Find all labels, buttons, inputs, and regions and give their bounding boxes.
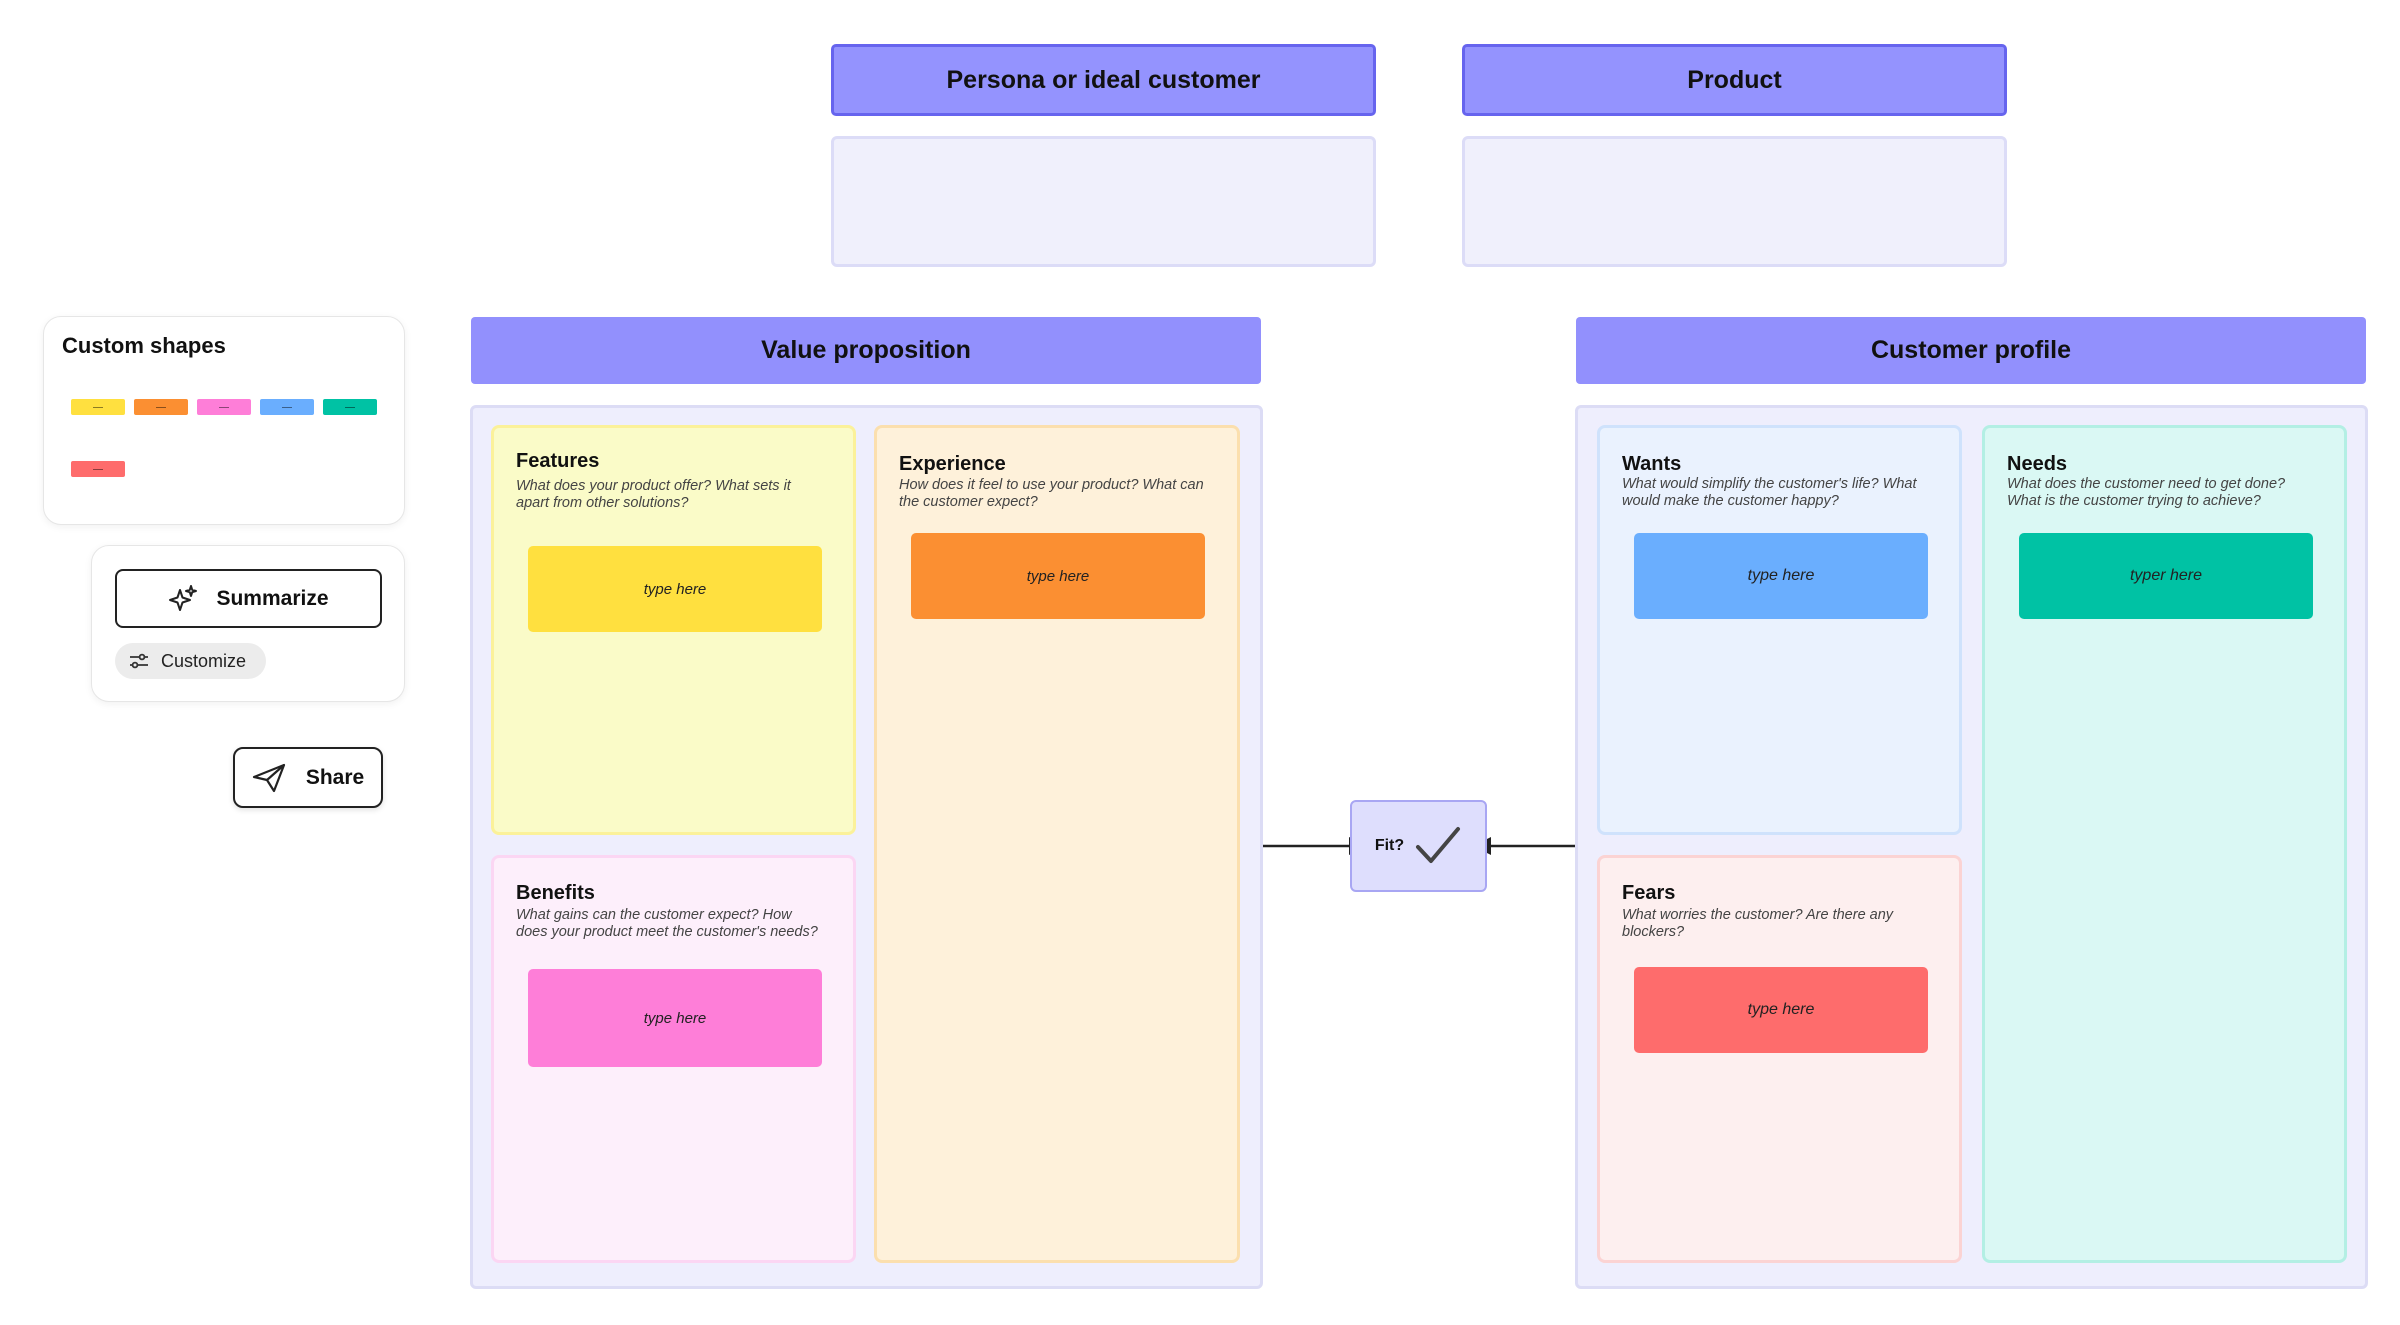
benefits-title: Benefits — [516, 882, 595, 904]
product-header[interactable]: Product — [1462, 44, 2007, 116]
experience-sticky-note[interactable]: type here — [911, 533, 1205, 619]
fears-sticky-note[interactable]: type here — [1634, 967, 1928, 1053]
swatch-red[interactable] — [71, 461, 125, 477]
share-button[interactable]: Share — [233, 747, 383, 808]
customize-label: Customize — [161, 650, 247, 671]
custom-shapes-panel: Custom shapes — [43, 316, 405, 525]
features-card[interactable]: Features What does your product offer? W… — [491, 425, 856, 835]
sparkle-icon — [168, 584, 198, 614]
product-header-label: Product — [1687, 65, 1782, 94]
persona-input-box[interactable] — [831, 136, 1376, 267]
wants-sticky-note[interactable]: type here — [1634, 533, 1928, 619]
summarize-button[interactable]: Summarize — [115, 569, 382, 628]
needs-title: Needs — [2007, 453, 2068, 475]
experience-title: Experience — [899, 453, 1006, 475]
experience-description: How does it feel to use your product? Wh… — [899, 477, 1204, 510]
features-description: What does your product offer? What sets … — [516, 478, 791, 511]
features-sticky-note[interactable]: type here — [528, 546, 822, 632]
persona-header[interactable]: Persona or ideal customer — [831, 44, 1376, 116]
fears-description: What worries the customer? Are there any… — [1622, 907, 1894, 940]
needs-card[interactable]: Needs What does the customer need to get… — [1982, 425, 2347, 1263]
fit-label: Fit? — [1374, 837, 1405, 854]
wants-title: Wants — [1622, 453, 1682, 475]
swatch-teal[interactable] — [323, 399, 377, 415]
swatch-yellow[interactable] — [71, 399, 125, 415]
share-label: Share — [305, 765, 365, 789]
summarize-label: Summarize — [216, 586, 329, 610]
fears-title: Fears — [1622, 882, 1676, 904]
needs-sticky-note[interactable]: typer here — [2019, 533, 2313, 619]
needs-description: What does the customer need to get done?… — [2007, 476, 2286, 509]
benefits-description: What gains can the customer expect? How … — [516, 907, 818, 940]
customer-profile-label: Customer profile — [1870, 336, 2072, 364]
fears-card[interactable]: Fears What worries the customer? Are the… — [1597, 855, 1962, 1263]
paper-plane-icon — [252, 763, 286, 793]
product-input-box[interactable] — [1462, 136, 2007, 267]
custom-shapes-title: Custom shapes — [62, 333, 226, 358]
benefits-card[interactable]: Benefits What gains can the customer exp… — [491, 855, 856, 1263]
features-title: Features — [516, 450, 600, 472]
sliders-icon — [129, 653, 149, 669]
experience-card[interactable]: Experience How does it feel to use your … — [874, 425, 1240, 1263]
checkmark-icon — [1414, 825, 1462, 867]
swatch-blue[interactable] — [260, 399, 314, 415]
wants-card[interactable]: Wants What would simplify the customer's… — [1597, 425, 1962, 835]
arrow-left-icon — [1473, 837, 1575, 855]
fit-box[interactable]: Fit? — [1350, 800, 1487, 892]
value-proposition-header[interactable]: Value proposition — [471, 317, 1261, 384]
benefits-sticky-note[interactable]: type here — [528, 969, 822, 1067]
swatch-orange[interactable] — [134, 399, 188, 415]
ai-panel: Summarize Customize — [91, 545, 405, 702]
value-proposition-label: Value proposition — [761, 336, 971, 364]
swatch-pink[interactable] — [197, 399, 251, 415]
customize-button[interactable]: Customize — [115, 643, 266, 679]
persona-header-label: Persona or ideal customer — [946, 65, 1261, 94]
customer-profile-header[interactable]: Customer profile — [1576, 317, 2366, 384]
wants-description: What would simplify the customer's life?… — [1622, 476, 1917, 509]
